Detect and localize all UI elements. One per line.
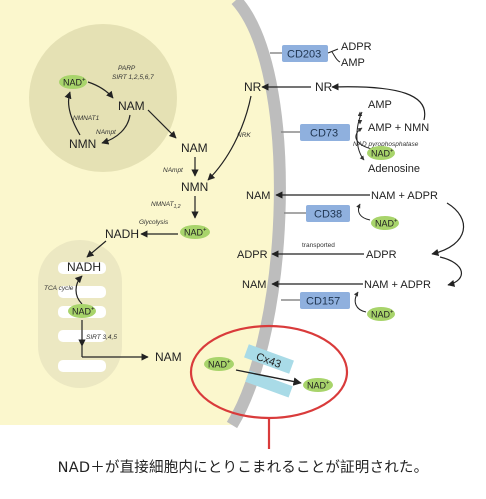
cytosol-nad-label: NAD+: [184, 228, 207, 238]
sirt345-label: SIRT 3,4,5: [86, 334, 117, 341]
cristae: [58, 262, 106, 274]
cd38-nad-label: NAD+: [375, 219, 398, 229]
nucleus-nad-label: NAD+: [63, 78, 86, 88]
adpr-left-label: ADPR: [237, 249, 268, 261]
cytosol-nadh-label: NADH: [105, 227, 139, 241]
cd157-nam-adpr-label: NAM + ADPR: [364, 279, 431, 291]
cytosol-nr-label: NR: [244, 80, 262, 94]
arrow-cx43-transport: [235, 369, 302, 386]
cd157-label: CD157: [306, 296, 340, 308]
arrow-nam-to-nmn: [101, 114, 131, 145]
arrow-nadh-to-mito: [86, 240, 107, 258]
nmnat12-label: NMNAT1,2: [151, 201, 181, 210]
glycolysis-label: Glycolysis: [139, 219, 169, 226]
arrow-amp-to-adenosine: [356, 111, 365, 161]
arrow-nam-out: [147, 109, 177, 139]
nad-badge: [367, 146, 395, 160]
cx43-nad-out-label: NAD+: [307, 381, 330, 391]
cd203-arrow: [327, 48, 341, 63]
mito-nad-label: NAD+: [72, 307, 95, 317]
arrow-adpr-loop: [431, 202, 465, 257]
arrow-adpr-loop-2: [439, 256, 463, 287]
cd203-box: [282, 45, 328, 62]
cd38-nam-adpr-label: NAM + ADPR: [371, 190, 438, 202]
nad-badge: [59, 75, 87, 89]
mito-nadh-label: NADH: [67, 260, 101, 274]
cd203-amp-label: AMP: [341, 57, 365, 69]
nad-badge: [180, 225, 210, 239]
arrow-nad-to-nam: [87, 81, 114, 99]
cd73-amp-label: AMP: [368, 99, 392, 111]
parp-label: PARP: [118, 65, 136, 72]
tca-label: TCA cycle: [44, 285, 74, 292]
nucleus-nam-label: NAM: [118, 99, 145, 113]
cristae: [58, 360, 106, 372]
cristae: [58, 286, 106, 298]
mito-nam-label: NAM: [155, 350, 182, 364]
nad-badge: [371, 216, 399, 230]
transported-label: transported: [302, 242, 335, 249]
nucleus: [29, 24, 177, 172]
arrow-tca: [74, 275, 83, 305]
arrow-nr-to-nmn: [207, 95, 252, 181]
nad-badge: [367, 307, 395, 321]
adpr-right-label: ADPR: [366, 249, 397, 261]
arrow-cd38-nad: [356, 203, 371, 221]
cd203-adpr-label: ADPR: [341, 41, 372, 53]
sirt-label: SIRT 1,2,5,6,7: [112, 74, 154, 81]
arrow-cd157-nad: [353, 291, 367, 313]
nrk-label: NRK: [237, 132, 251, 139]
cd157-nam-left-label: NAM: [242, 279, 266, 291]
arrow-nmn-to-nad: [64, 91, 81, 136]
cd38-label: CD38: [314, 209, 342, 221]
nampt-cytosol-label: NAmpt: [163, 167, 184, 174]
cx43-channel-bottom: [245, 370, 293, 398]
cx43-nad-in-label: NAD+: [208, 360, 231, 370]
cd157-box: [300, 292, 350, 309]
cd73-label: CD73: [310, 128, 338, 140]
cd73-box: [300, 124, 350, 141]
cd203-label: CD203: [287, 49, 321, 61]
nmnat1-label: NMNAT1: [73, 115, 100, 122]
cytosol-nam-label: NAM: [181, 141, 208, 155]
cx43-channel-top: [244, 344, 294, 374]
cd38-nam-left-label: NAM: [246, 190, 270, 202]
cd73-amp-nmn-label: AMP + NMN: [368, 122, 429, 134]
nampt-nucleus-label: NAmpt: [96, 129, 117, 136]
cd157-nad-label: NAD+: [371, 310, 394, 320]
cd73-nad-label: NAD+: [371, 149, 394, 159]
cytosol-nmn-label: NMN: [181, 180, 208, 194]
extra-nr-label: NR: [315, 80, 333, 94]
nad-badge: [68, 304, 96, 318]
nucleus-nmn-label: NMN: [69, 137, 96, 151]
nad-pyrophosphatase-label: NAD pyrophosphatase: [353, 141, 419, 148]
arrow-nmn-to-nr: [331, 83, 426, 121]
nad-badge: [303, 378, 333, 392]
nad-badge: [204, 357, 234, 371]
caption: NAD＋が直接細胞内にとりこまれることが証明された。: [57, 460, 429, 476]
cd38-box: [306, 205, 350, 222]
adenosine-label: Adenosine: [368, 163, 420, 175]
